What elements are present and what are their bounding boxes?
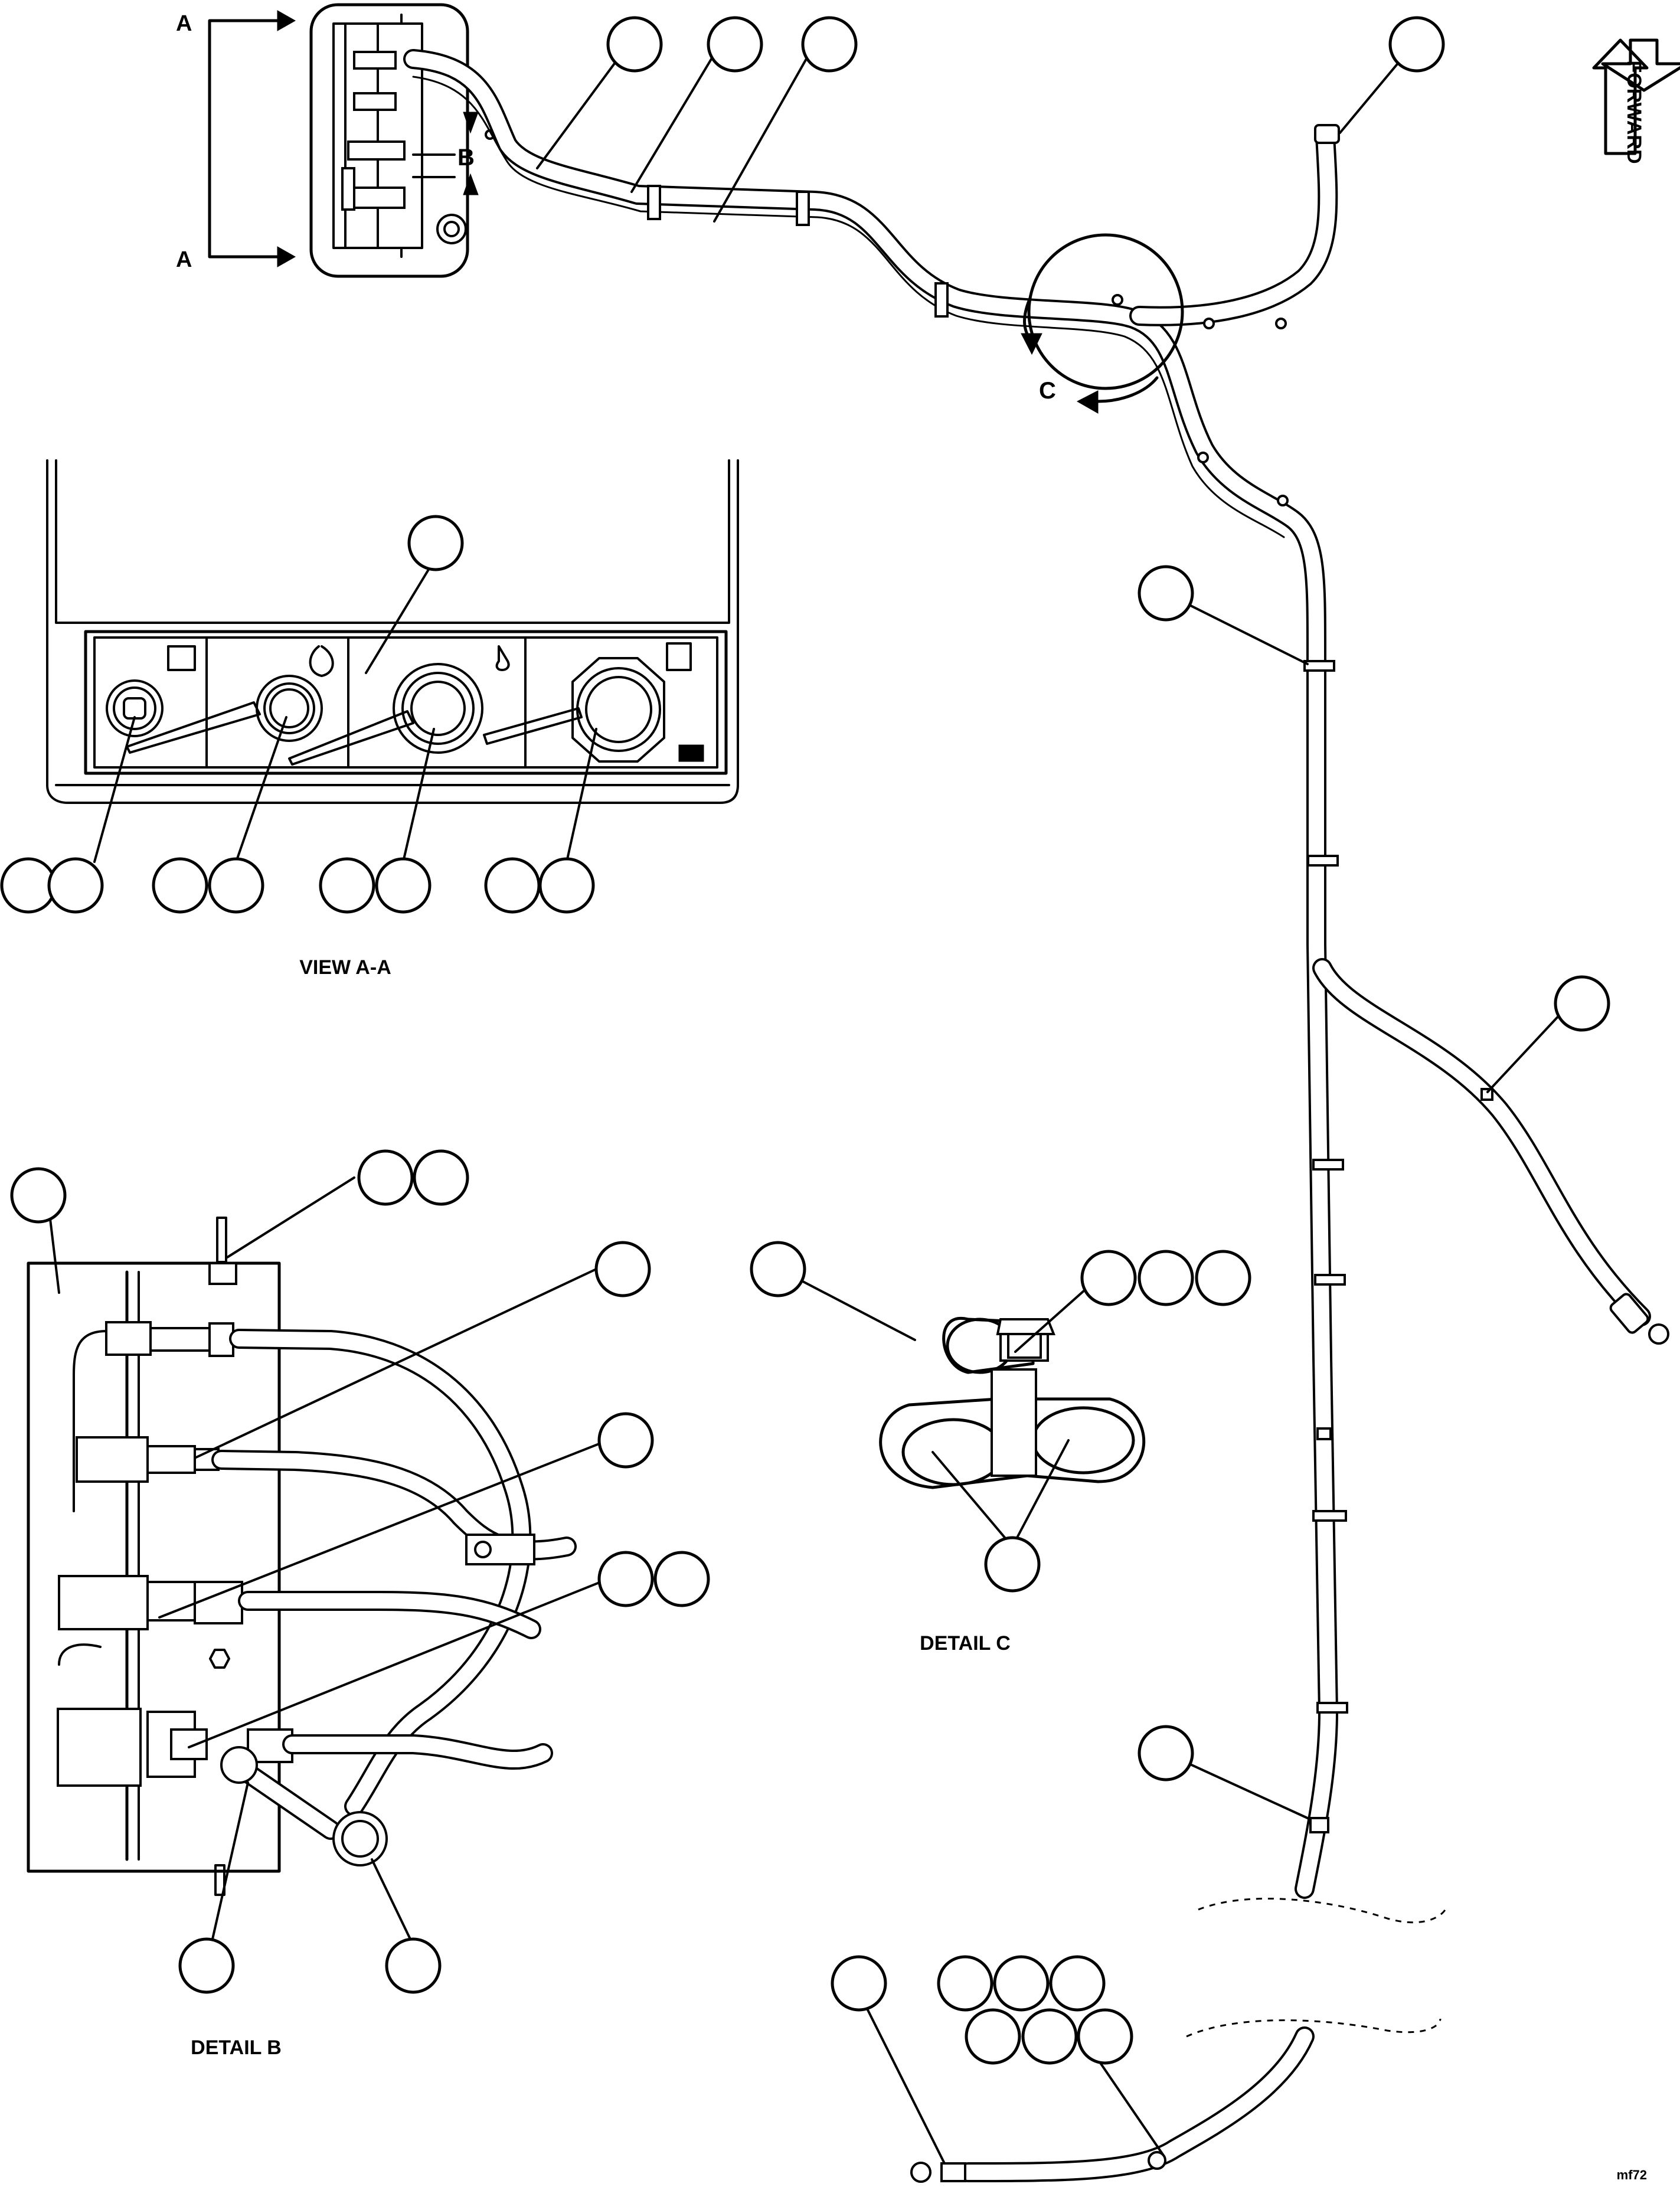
detail-b-fourth-hose — [57, 1708, 553, 1866]
arrow-down-icon — [1021, 333, 1042, 355]
lower-hose-segment — [910, 2026, 1315, 2183]
callout-bubble — [1021, 2008, 1078, 2065]
callout-bubble — [937, 1955, 993, 2012]
arrow-right-icon — [277, 246, 296, 267]
forward-label: FORWARD — [1623, 60, 1645, 164]
callout-bubble — [1554, 975, 1610, 1032]
callout-bubble — [1138, 565, 1194, 622]
callout-bubble — [653, 1551, 710, 1607]
view-a-a-console: VIEW A-A — [46, 459, 739, 979]
callout-bubble — [407, 515, 464, 571]
gauge-1 — [106, 679, 164, 737]
callout-bubble — [1077, 2008, 1133, 2065]
callout-bubble — [385, 1937, 442, 1994]
callout-bubble — [1388, 16, 1445, 73]
section-marker-a-a: A A — [176, 10, 296, 272]
detail-c-circle — [1027, 233, 1184, 390]
callout-bubbles — [0, 16, 1610, 2065]
callout-bubble — [965, 2008, 1021, 2065]
callout-bubble — [375, 857, 432, 914]
detail-c-caption: DETAIL C — [920, 1632, 1011, 1655]
callout-bubble — [319, 857, 375, 914]
callout-bubble — [707, 16, 763, 73]
harness-clamp — [647, 185, 1493, 1833]
callout-bubble — [594, 1241, 651, 1297]
detail-b-caption: DETAIL B — [191, 2036, 282, 2059]
arrow-left-icon — [1076, 390, 1099, 414]
figure-id: mf72 — [1617, 2168, 1647, 2182]
callout-bubble — [152, 857, 208, 914]
main-leaders — [536, 43, 1571, 2165]
callout-bubble — [606, 16, 663, 73]
callout-bubble — [750, 1241, 806, 1297]
callout-bubble — [984, 1536, 1041, 1593]
detail-c-clamp: DETAIL C — [778, 1268, 1146, 1655]
callout-bubble — [10, 1167, 67, 1224]
fuel-icon — [666, 642, 692, 671]
callout-bubble — [413, 1149, 469, 1206]
hydraulic-icon — [678, 744, 704, 762]
detail-b-assembly: DETAIL B — [27, 1176, 609, 2059]
callout-bubble — [1049, 1955, 1106, 2012]
arrow-down-icon — [463, 112, 479, 134]
detail-b-marker: B — [457, 145, 475, 171]
callout-bubble — [1080, 1250, 1137, 1306]
panel-fitting-row — [341, 51, 406, 211]
callout-bubble — [484, 857, 541, 914]
forward-arrow-icon: FORWARD — [1592, 38, 1680, 164]
callout-bubble — [1195, 1250, 1251, 1306]
coolant-icon — [309, 645, 334, 677]
main-hose-harness: C — [403, 49, 1669, 2038]
view-aa-caption: VIEW A-A — [299, 956, 391, 979]
gauge-3 — [393, 663, 483, 754]
detail-c-marker: C — [1039, 378, 1056, 404]
callout-bubble — [597, 1551, 654, 1607]
oil-icon — [495, 645, 510, 671]
section-letter-top: A — [176, 11, 192, 36]
gauge-2 — [256, 675, 323, 742]
callout-bubble — [993, 1955, 1050, 2012]
detail-b-third-hose — [58, 1575, 541, 1639]
callout-bubble — [0, 857, 57, 914]
callout-bubble — [538, 857, 595, 914]
section-letter-bottom: A — [176, 247, 192, 272]
callout-bubble — [831, 1955, 887, 2012]
callout-bubble — [597, 1412, 654, 1469]
callout-bubble — [357, 1149, 414, 1206]
arrow-right-icon — [277, 10, 296, 31]
valve-panel-plan: B — [309, 3, 495, 278]
gauge-4 — [571, 657, 665, 763]
callout-bubble — [47, 857, 104, 914]
battery-icon — [167, 645, 196, 671]
callout-bubble — [801, 16, 858, 73]
callout-bubble — [208, 857, 264, 914]
callout-bubble — [1138, 1250, 1194, 1306]
callout-bubble — [178, 1937, 235, 1994]
callout-bubble — [1138, 1725, 1194, 1781]
arrow-up-icon — [463, 173, 479, 195]
